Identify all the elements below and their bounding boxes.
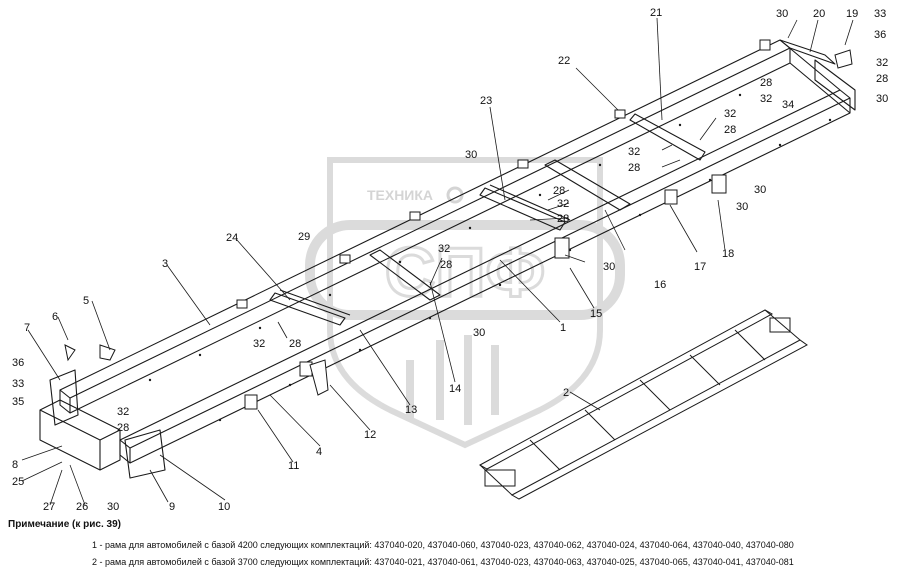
callout-30: 30 <box>603 261 615 273</box>
callout-labels: 21 30 20 19 33 36 32 28 30 28 32 34 22 3… <box>12 7 888 513</box>
callout-19: 19 <box>846 8 858 20</box>
callout-25: 25 <box>12 476 24 488</box>
callout-18: 18 <box>722 248 734 260</box>
callout-28: 28 <box>628 162 640 174</box>
callout-15: 15 <box>590 308 602 320</box>
leader-lines <box>21 17 854 506</box>
callout-6: 6 <box>52 311 58 323</box>
callout-5: 5 <box>83 295 89 307</box>
callout-35: 35 <box>12 396 24 408</box>
callout-32: 32 <box>253 338 265 350</box>
callout-30: 30 <box>473 327 485 339</box>
callout-14: 14 <box>449 383 461 395</box>
watermark-logo: СПФ ТЕХНИКА <box>305 157 625 449</box>
callout-30: 30 <box>736 201 748 213</box>
callout-20: 20 <box>813 8 825 20</box>
callout-2: 2 <box>563 387 569 399</box>
callout-28: 28 <box>289 338 301 350</box>
callout-4: 4 <box>316 446 322 458</box>
callout-33: 33 <box>874 8 886 20</box>
callout-32: 32 <box>760 93 772 105</box>
callout-7: 7 <box>24 322 30 334</box>
callout-30: 30 <box>776 8 788 20</box>
callout-1: 1 <box>560 322 566 334</box>
callout-28: 28 <box>724 124 736 136</box>
callout-16: 16 <box>654 279 666 291</box>
callout-21: 21 <box>650 7 662 19</box>
callout-33: 33 <box>12 378 24 390</box>
callout-30: 30 <box>876 93 888 105</box>
callout-28: 28 <box>117 422 129 434</box>
callout-34: 34 <box>782 99 794 111</box>
callout-32: 32 <box>438 243 450 255</box>
callout-28: 28 <box>876 73 888 85</box>
callout-30: 30 <box>465 149 477 161</box>
note-title: Примечание (к рис. 39) <box>8 519 121 530</box>
callout-32: 32 <box>724 108 736 120</box>
callout-23: 23 <box>480 95 492 107</box>
callout-32: 32 <box>557 198 569 210</box>
callout-28: 28 <box>440 259 452 271</box>
frame-1-brackets <box>64 39 853 410</box>
callout-22: 22 <box>558 55 570 67</box>
callout-32: 32 <box>117 406 129 418</box>
callout-32: 32 <box>628 146 640 158</box>
callout-36: 36 <box>874 29 886 41</box>
frame-1-main <box>39 39 856 479</box>
callout-12: 12 <box>364 429 376 441</box>
callout-10: 10 <box>218 501 230 513</box>
note-line-1: 1 - рама для автомобилей с базой 4200 сл… <box>92 540 794 550</box>
callout-8: 8 <box>12 459 18 471</box>
callout-28: 28 <box>760 77 772 89</box>
callout-13: 13 <box>405 404 417 416</box>
frame-2-small <box>478 309 808 500</box>
callout-9: 9 <box>169 501 175 513</box>
callout-32: 32 <box>876 57 888 69</box>
callout-11: 11 <box>288 460 299 472</box>
callout-27: 27 <box>43 501 55 513</box>
callout-28: 28 <box>553 185 565 197</box>
callout-26: 26 <box>76 501 88 513</box>
callout-17: 17 <box>694 261 706 273</box>
callout-29: 29 <box>298 231 310 243</box>
note-line-2: 2 - рама для автомобилей с базой 3700 сл… <box>92 557 794 567</box>
callout-24: 24 <box>226 232 238 244</box>
callout-30: 30 <box>754 184 766 196</box>
callout-30: 30 <box>107 501 119 513</box>
callout-28: 28 <box>557 213 569 225</box>
callout-3: 3 <box>162 258 168 270</box>
frame-1-holes <box>148 93 832 422</box>
watermark-text: ТЕХНИКА <box>367 187 433 203</box>
callout-36: 36 <box>12 357 24 369</box>
